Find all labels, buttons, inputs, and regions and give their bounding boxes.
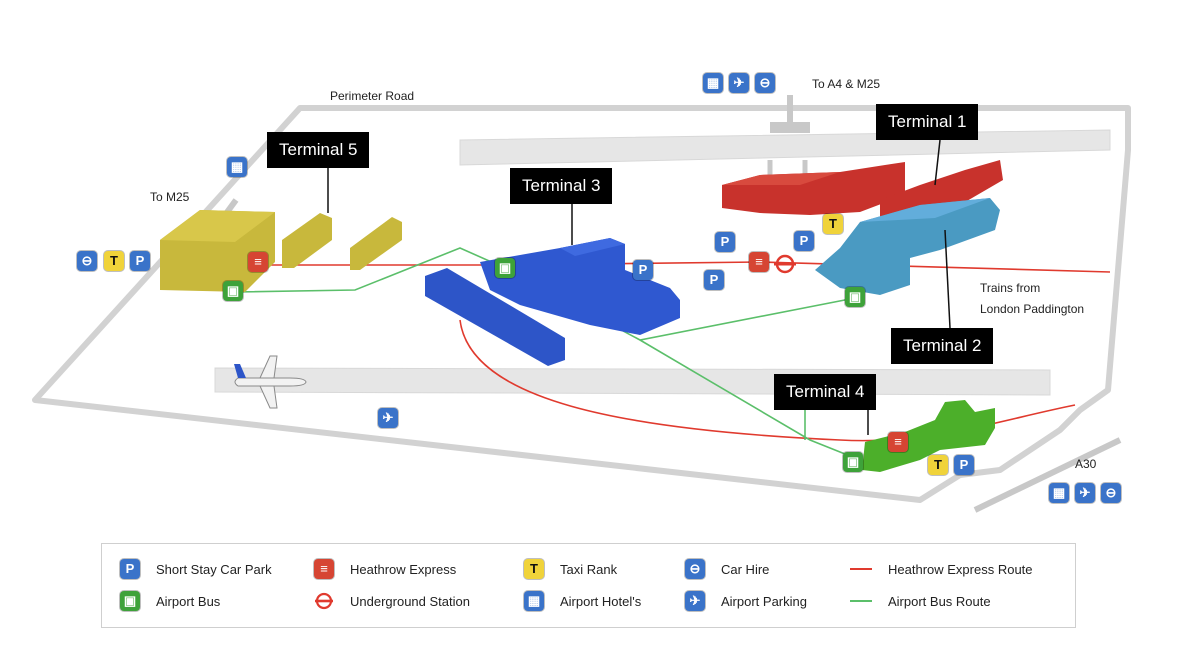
a30-label: A30 — [1075, 457, 1097, 471]
legend-label: Underground Station — [350, 593, 470, 609]
airport-parking-icon[interactable]: ✈ — [1075, 483, 1095, 503]
bus-route-line — [234, 247, 856, 459]
legend-label: Airport Bus — [156, 593, 221, 609]
express-route-line — [245, 261, 1111, 273]
terminal-5-building[interactable] — [160, 210, 402, 292]
hotel-icon: ▦ — [524, 591, 544, 611]
legend-label: Airport Hotel's — [560, 593, 642, 609]
heathrow-express-icon[interactable]: ≡ — [888, 432, 908, 452]
hotel-icon[interactable]: ▦ — [703, 73, 723, 93]
airport-bus-icon[interactable]: ▣ — [845, 287, 865, 307]
car-hire-icon: ⊖ — [685, 559, 705, 579]
plane-icon — [234, 355, 307, 409]
terminal-1-label[interactable]: Terminal 1 — [876, 104, 979, 140]
taxi-rank-icon: T — [524, 559, 544, 579]
airport-bus-icon[interactable]: ▣ — [495, 258, 515, 278]
hotel-icon[interactable]: ▦ — [1049, 483, 1069, 503]
terminal-4-building[interactable] — [862, 400, 995, 472]
airport-bus-icon: ▣ — [120, 591, 140, 611]
underground-icon — [315, 592, 333, 610]
car-park-icon[interactable]: P — [794, 231, 814, 251]
terminal-5-label[interactable]: Terminal 5 — [267, 132, 370, 168]
terminal-3-building[interactable] — [425, 238, 680, 366]
terminal-2-label[interactable]: Terminal 2 — [891, 328, 994, 364]
taxi-rank-icon[interactable]: T — [928, 455, 948, 475]
heathrow-express-icon: ≡ — [314, 559, 334, 579]
legend-label: Airport Bus Route — [888, 593, 991, 609]
legend-taxi-rank: T Taxi Rank — [524, 558, 617, 580]
taxi-rank-icon[interactable]: T — [823, 214, 843, 234]
perimeter-road-label: Perimeter Road — [330, 89, 415, 103]
legend-heathrow-express: ≡ Heathrow Express — [314, 558, 456, 580]
car-hire-icon[interactable]: ⊖ — [1101, 483, 1121, 503]
car-park-icon[interactable]: P — [704, 270, 724, 290]
airport-parking-icon: ✈ — [685, 591, 705, 611]
car-park-icon[interactable]: P — [130, 251, 150, 271]
hotel-icon[interactable]: ▦ — [227, 157, 247, 177]
airport-parking-icon[interactable]: ✈ — [378, 408, 398, 428]
road-a30 — [973, 437, 1122, 513]
terminal-2-building[interactable] — [815, 198, 1000, 295]
car-hire-icon[interactable]: ⊖ — [77, 251, 97, 271]
car-park-icon[interactable]: P — [633, 260, 653, 280]
car-hire-icon[interactable]: ⊖ — [755, 73, 775, 93]
legend-short-stay: P Short Stay Car Park — [120, 558, 272, 580]
legend-express-route: Heathrow Express Route — [850, 558, 1033, 580]
taxi-rank-icon[interactable]: T — [104, 251, 124, 271]
heathrow-express-icon[interactable]: ≡ — [749, 252, 769, 272]
legend-label: Taxi Rank — [560, 561, 618, 577]
legend-airport-bus: ▣ Airport Bus — [120, 590, 220, 612]
terminal-3-label[interactable]: Terminal 3 — [510, 168, 613, 204]
airport-bus-icon[interactable]: ▣ — [843, 452, 863, 472]
car-park-icon[interactable]: P — [715, 232, 735, 252]
to-m25-label: To M25 — [150, 190, 190, 204]
airport-parking-icon[interactable]: ✈ — [729, 73, 749, 93]
heathrow-express-icon[interactable]: ≡ — [248, 252, 268, 272]
car-park-icon: P — [120, 559, 140, 579]
trains-from-label: Trains from — [980, 281, 1041, 295]
legend-car-hire: ⊖ Car Hire — [685, 558, 769, 580]
london-paddington-label: London Paddington — [980, 302, 1085, 316]
legend-underground: Underground Station — [314, 590, 470, 612]
legend-airport-parking: ✈ Airport Parking — [685, 590, 807, 612]
terminal-4-label[interactable]: Terminal 4 — [774, 374, 877, 410]
legend-label: Heathrow Express — [350, 561, 457, 577]
airport-bus-icon[interactable]: ▣ — [223, 281, 243, 301]
legend-airport-hotels: ▦ Airport Hotel's — [524, 590, 641, 612]
express-route-swatch — [850, 568, 872, 570]
legend-bus-route: Airport Bus Route — [850, 590, 991, 612]
legend-label: Car Hire — [721, 561, 770, 577]
road-a4-m25 — [770, 95, 810, 133]
legend-label: Heathrow Express Route — [888, 561, 1033, 577]
legend-label: Short Stay Car Park — [156, 561, 272, 577]
to-a4-m25-label: To A4 & M25 — [812, 77, 881, 91]
bus-route-swatch — [850, 600, 872, 602]
legend-label: Airport Parking — [721, 593, 807, 609]
car-park-icon[interactable]: P — [954, 455, 974, 475]
underground-station-icon[interactable] — [774, 254, 796, 274]
map-legend: P Short Stay Car Park ▣ Airport Bus ≡ He… — [101, 543, 1076, 628]
